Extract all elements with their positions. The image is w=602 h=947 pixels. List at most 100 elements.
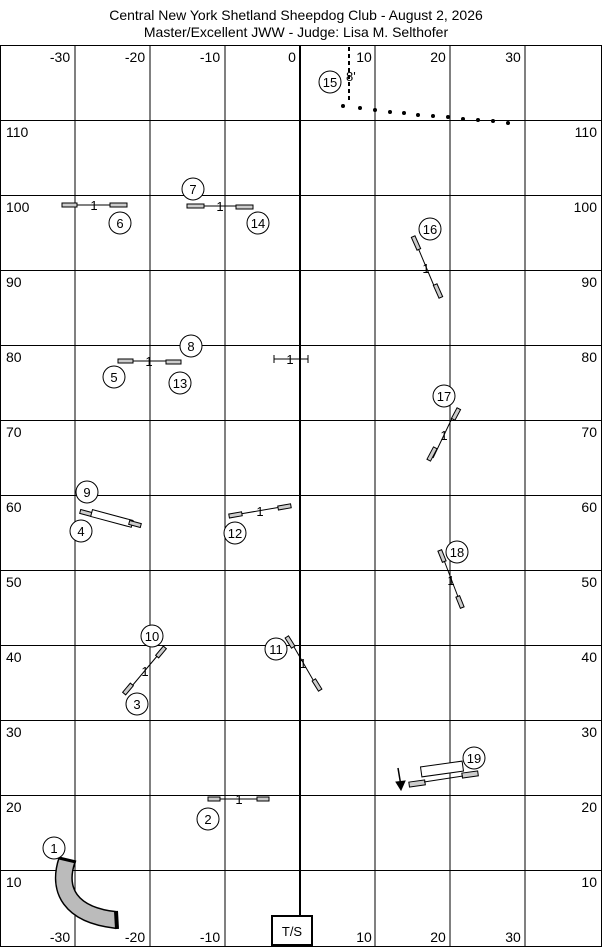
number-badge-7: 7 — [181, 177, 205, 201]
svg-text:5: 5 — [110, 370, 117, 385]
jump-2: 1 — [207, 792, 270, 807]
svg-text:4: 4 — [77, 524, 84, 539]
axis-label: 20 — [581, 799, 597, 815]
number-badge-8: 8 — [179, 334, 203, 358]
bottom-axis-labels: -30 -20 -10 10 20 30 — [50, 929, 521, 945]
svg-text:19: 19 — [467, 751, 481, 766]
axis-label: -30 — [50, 49, 70, 65]
axis-label: 10 — [6, 874, 22, 890]
svg-text:6: 6 — [116, 216, 123, 231]
number-badge-16: 16 — [418, 217, 442, 241]
jump-3: 1 — [121, 645, 168, 696]
axis-label: 60 — [581, 499, 597, 515]
jump-6: 1 — [61, 198, 128, 213]
svg-text:13: 13 — [173, 376, 187, 391]
number-badge-17: 17 — [432, 384, 456, 408]
jump-16: 1 — [410, 235, 444, 299]
axis-label: -30 — [50, 929, 70, 945]
left-axis-labels: 110 100 90 80 70 60 50 40 30 20 10 — [6, 124, 30, 890]
jump-12: 1 — [228, 503, 292, 519]
spacing-label: 1 — [256, 504, 263, 519]
spacing-label: 1 — [440, 428, 447, 443]
tunnel-obstacle — [54, 856, 119, 930]
axis-label: -20 — [125, 49, 145, 65]
axis-label: 80 — [581, 349, 597, 365]
axis-label: 110 — [575, 124, 598, 140]
axis-label: 10 — [356, 49, 372, 65]
number-badge-3: 3 — [125, 692, 149, 716]
number-badge-11: 11 — [264, 637, 288, 661]
axis-label: 40 — [581, 649, 597, 665]
top-axis-labels: -30 -20 -10 0 10 20 30 — [50, 49, 521, 65]
svg-text:12: 12 — [228, 526, 242, 541]
jump-obstacles: 1 1 1 1 — [61, 198, 479, 807]
svg-text:2: 2 — [204, 812, 211, 827]
axis-label: 80 — [6, 349, 22, 365]
spacing-label: 1 — [141, 664, 148, 679]
number-badge-2: 2 — [196, 807, 220, 831]
number-badge-14: 14 — [246, 211, 270, 235]
spacing-label: 1 — [235, 792, 242, 807]
axis-label: 30 — [6, 724, 22, 740]
axis-label: 30 — [581, 724, 597, 740]
spacing-label: 1 — [216, 199, 223, 214]
number-badge-4: 4 — [69, 519, 93, 543]
axis-label: 100 — [574, 199, 598, 215]
spacing-label: 1 — [145, 354, 152, 369]
jump-7-14: 1 — [186, 199, 254, 214]
svg-text:9: 9 — [83, 485, 90, 500]
svg-text:1: 1 — [50, 841, 57, 856]
svg-text:16: 16 — [423, 222, 437, 237]
jump-5: 1 — [117, 354, 182, 369]
spacing-label: 1 — [90, 198, 97, 213]
axis-label: 110 — [6, 124, 29, 140]
axis-label: 70 — [581, 424, 597, 440]
right-axis-labels: 110 100 90 80 70 60 50 40 30 20 10 — [574, 124, 598, 890]
finish-line: 8' — [341, 47, 510, 125]
svg-text:8: 8 — [187, 339, 194, 354]
axis-label: -10 — [200, 49, 220, 65]
start-label: T/S — [282, 924, 303, 939]
jump-19 — [408, 760, 479, 788]
number-badge-5: 5 — [102, 365, 126, 389]
jump-18: 1 — [437, 549, 465, 609]
axis-label: 30 — [505, 929, 521, 945]
axis-label: 70 — [6, 424, 22, 440]
axis-label: 10 — [356, 929, 372, 945]
number-badge-13: 13 — [168, 371, 192, 395]
svg-text:17: 17 — [437, 389, 451, 404]
number-badge-18: 18 — [445, 540, 469, 564]
axis-label: 20 — [6, 799, 22, 815]
axis-label: -20 — [125, 929, 145, 945]
axis-label: -10 — [200, 929, 220, 945]
jump-4 — [79, 508, 142, 529]
axis-label: 100 — [6, 199, 30, 215]
number-badge-19: 19 — [462, 746, 486, 770]
axis-label: 20 — [430, 49, 446, 65]
obstacle-numbers: 1 2 3 4 5 6 7 8 9 10 11 12 13 14 15 16 1… — [42, 70, 486, 860]
svg-text:15: 15 — [323, 75, 337, 90]
jump-17: 1 — [426, 407, 462, 462]
spacing-label: 1 — [299, 656, 306, 671]
svg-text:11: 11 — [269, 642, 283, 657]
svg-text:10: 10 — [145, 629, 159, 644]
start-box: T/S — [271, 915, 313, 946]
axis-label: 30 — [505, 49, 521, 65]
svg-text:18: 18 — [450, 545, 464, 560]
axis-label: 90 — [581, 274, 597, 290]
spacing-label: 1 — [286, 352, 293, 367]
axis-label: 20 — [430, 929, 446, 945]
svg-text:3: 3 — [133, 697, 140, 712]
number-badge-6: 6 — [108, 211, 132, 235]
number-badge-9: 9 — [75, 480, 99, 504]
svg-text:14: 14 — [251, 216, 265, 231]
header-title: Central New York Shetland Sheepdog Club … — [109, 7, 483, 23]
finish-distance-label: 8' — [346, 69, 356, 84]
number-badge-1: 1 — [42, 836, 66, 860]
svg-text:7: 7 — [189, 182, 196, 197]
axis-label: 50 — [6, 574, 22, 590]
header: Central New York Shetland Sheepdog Club … — [109, 7, 483, 40]
jump-11: 1 — [284, 635, 323, 692]
number-badge-15: 15 — [318, 70, 342, 94]
